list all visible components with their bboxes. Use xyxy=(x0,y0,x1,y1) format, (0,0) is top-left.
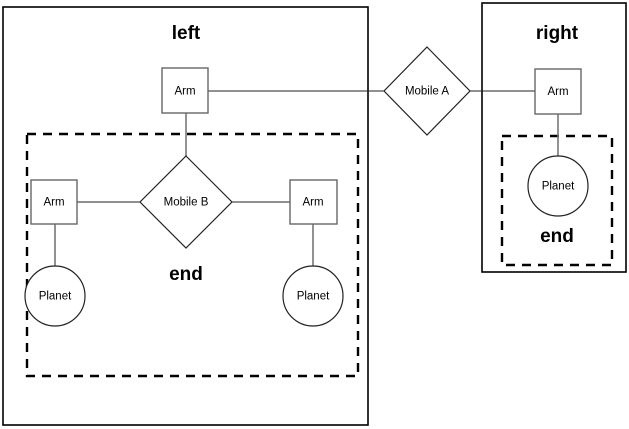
arm-right-top-box[interactable] xyxy=(534,68,582,115)
node-planet-left[interactable]: Planet xyxy=(24,265,86,327)
mobile-a-label: Mobile A xyxy=(405,86,449,98)
node-planet-mid[interactable]: Planet xyxy=(282,265,344,327)
arm-right-inner-box[interactable] xyxy=(289,179,338,225)
planet-mid-circle[interactable] xyxy=(282,265,344,327)
node-arm-right-top[interactable]: Arm xyxy=(534,68,582,115)
planet-right-circle[interactable] xyxy=(527,155,589,217)
node-arm-right-inner[interactable]: Arm xyxy=(289,179,338,225)
group-right-end-label: end xyxy=(540,226,574,247)
mobile-b-label: Mobile B xyxy=(164,197,209,209)
node-mobile-a[interactable]: Mobile A xyxy=(383,46,471,136)
mobile-a-diamond[interactable] xyxy=(383,46,471,136)
planet-left-circle[interactable] xyxy=(24,265,86,327)
group-right-label: right xyxy=(536,23,579,44)
node-planet-right[interactable]: Planet xyxy=(527,155,589,217)
arm-left-top-label: Arm xyxy=(174,86,195,98)
group-left-label: left xyxy=(172,23,201,44)
planet-left-label: Planet xyxy=(39,291,72,303)
group-left-end-label: end xyxy=(169,264,203,285)
node-mobile-b[interactable]: Mobile B xyxy=(139,155,233,249)
planet-right-label: Planet xyxy=(542,181,575,193)
node-arm-left-top[interactable]: Arm xyxy=(161,67,209,114)
mobile-b-diamond[interactable] xyxy=(139,155,233,249)
group-right-end[interactable]: end xyxy=(500,134,614,267)
group-left-end[interactable]: end xyxy=(25,132,360,378)
planet-mid-label: Planet xyxy=(297,291,330,303)
arm-right-top-label: Arm xyxy=(547,86,568,98)
arm-left-inner-label: Arm xyxy=(43,197,64,209)
group-right-end-border[interactable] xyxy=(500,134,614,267)
group-right-border[interactable] xyxy=(481,2,627,273)
group-left-end-border[interactable] xyxy=(25,132,360,378)
node-arm-left-inner[interactable]: Arm xyxy=(30,179,78,225)
group-right[interactable]: right xyxy=(481,2,627,273)
arm-left-top-box[interactable] xyxy=(161,67,209,114)
arm-right-inner-label: Arm xyxy=(302,197,323,209)
arm-left-inner-box[interactable] xyxy=(30,179,78,225)
